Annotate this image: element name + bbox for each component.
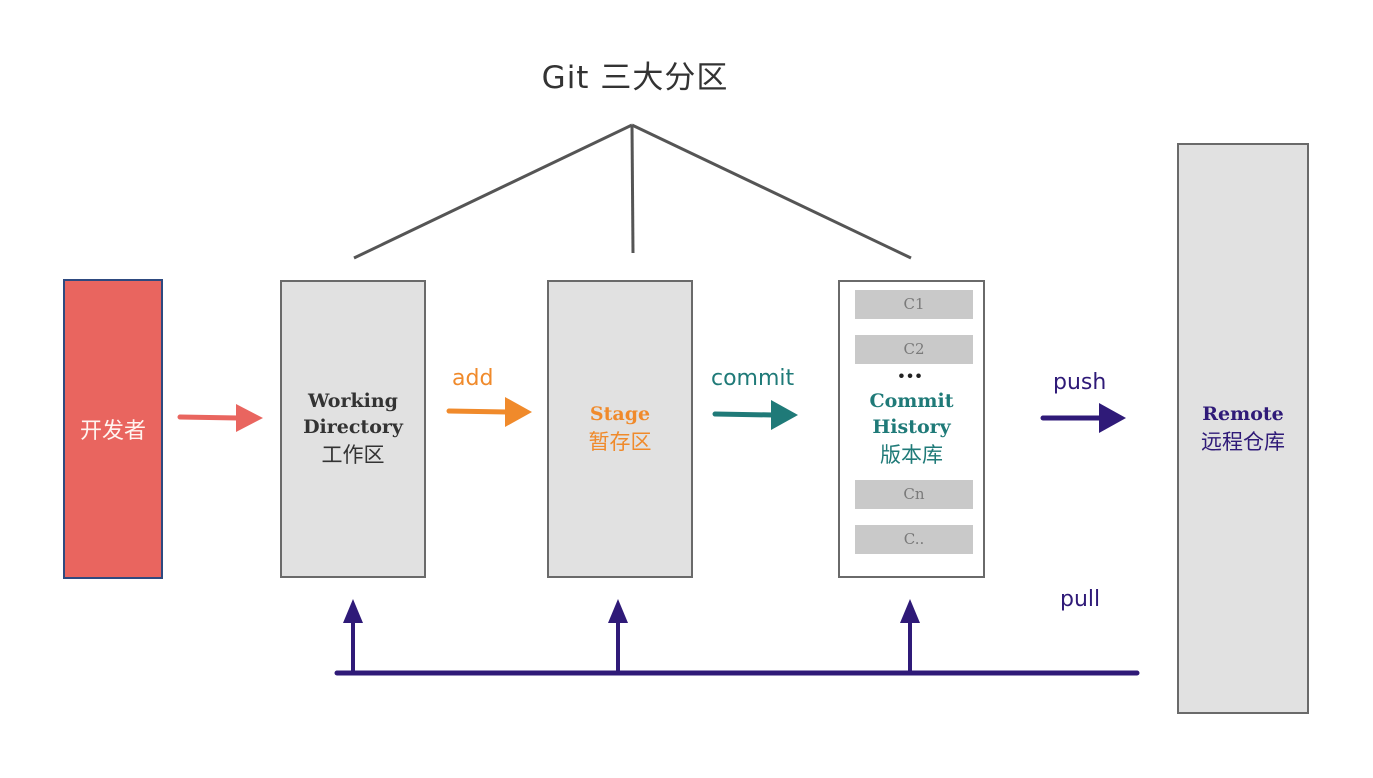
- developer-arrow-icon: [177, 404, 263, 432]
- working-directory-label-en-2: Directory: [303, 416, 403, 438]
- diagram-title: Git 三大分区: [541, 60, 729, 96]
- commit-label: commit: [711, 366, 795, 391]
- working-directory-label-en-1: Working: [308, 390, 398, 412]
- push-label: push: [1053, 370, 1107, 395]
- stage-box: Stage 暂存区: [547, 280, 693, 578]
- add-label: add: [452, 366, 494, 391]
- push-arrow-icon: [1040, 403, 1126, 433]
- remote-label-en: Remote: [1202, 402, 1284, 425]
- working-directory-label-cn: 工作区: [321, 443, 385, 467]
- commit-cell: C..: [855, 525, 973, 554]
- commit-arrow-icon: [712, 400, 798, 430]
- pull-arrows-icon: [334, 599, 1140, 676]
- commit-cell: C2: [855, 335, 973, 364]
- commit-history-label-en-1: Commit: [869, 390, 954, 412]
- remote-box: Remote 远程仓库: [1177, 143, 1309, 714]
- working-directory-box: Working Directory 工作区: [280, 280, 426, 578]
- commit-history-label-en-2: History: [872, 416, 951, 438]
- tree-line-history: [631, 123, 912, 260]
- remote-label-cn: 远程仓库: [1201, 429, 1285, 454]
- developer-label: 开发者: [79, 419, 146, 444]
- commit-history-label-cn: 版本库: [880, 443, 943, 467]
- commit-cell: C1: [855, 290, 973, 319]
- developer-box: 开发者: [63, 279, 163, 579]
- add-arrow-icon: [446, 397, 532, 427]
- tree-line-working: [353, 123, 633, 260]
- stage-label-cn: 暂存区: [588, 430, 652, 454]
- commit-cell: Cn: [855, 480, 973, 509]
- pull-label: pull: [1060, 587, 1101, 612]
- tree-line-stage: [630, 124, 635, 254]
- commit-history-box: C1 C2 ••• Commit History 版本库 Cn C..: [838, 280, 985, 578]
- stage-label-en: Stage: [589, 403, 651, 425]
- commit-ellipsis: •••: [898, 368, 925, 385]
